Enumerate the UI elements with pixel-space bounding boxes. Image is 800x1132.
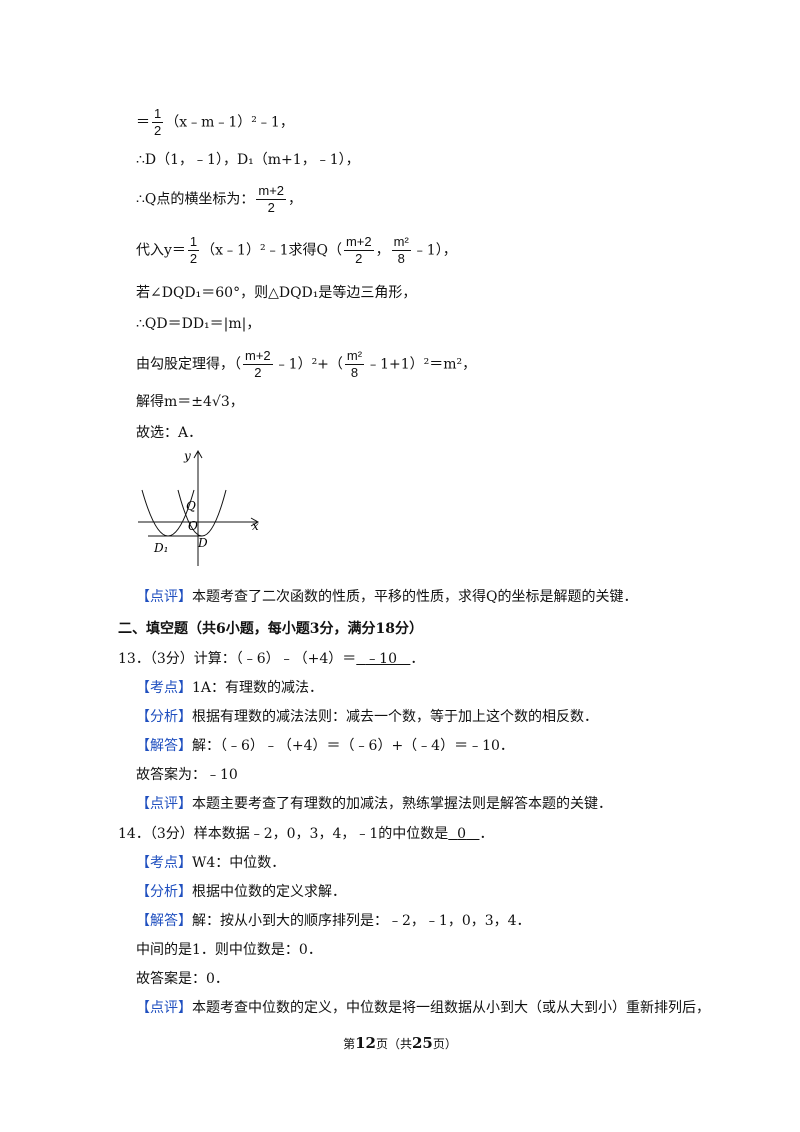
point-d-label: D [197, 536, 208, 550]
text: ﹣1+1）²＝m²， [366, 356, 477, 373]
page-number: 12 [355, 1034, 376, 1052]
y-axis-arrow [193, 449, 203, 459]
text: ＝ [136, 114, 150, 131]
review-tag: 【点评】 [136, 589, 192, 605]
answer-blank: 0 [457, 826, 467, 842]
parabola-graph: y x Q O D D₁ [138, 449, 260, 566]
point-d1-label: D₁ [153, 541, 168, 555]
solution-line-5: 若∠DQD₁＝60°，则△DQD₁是等边三角形， [136, 285, 417, 301]
solution-line-6: ∴QD＝DD₁＝|m|， [136, 316, 261, 332]
q13-stem: 13．（3分）计算：（﹣6）﹣（+4）＝ ﹣10 ． [118, 651, 425, 667]
q14-answer: 故答案是：0． [136, 971, 229, 987]
text: （x﹣1）²﹣1求得Q（ [201, 242, 342, 259]
question-text: 14．（3分）样本数据﹣2，0，3，4，﹣1的中位数是 [118, 826, 449, 842]
section-title: 二、填空题（共6小题，每小题3分，满分18分） [118, 621, 423, 637]
q13-jieda: 【解答】解：（﹣6）﹣（+4）＝（﹣6）+（﹣4）＝﹣10． [136, 738, 514, 754]
q14-jieda: 【解答】解：按从小到大的顺序排列是：﹣2，﹣1，0，3，4． [136, 913, 531, 929]
q14-fenxi: 【分析】根据中位数的定义求解． [136, 884, 346, 900]
q13-fenxi: 【分析】根据有理数的减法法则：减去一个数，等于加上这个数的相反数． [136, 709, 598, 725]
answer-blank: ﹣10 [365, 651, 398, 667]
point-q-label: Q [186, 499, 196, 513]
q13-kaodian: 【考点】1A：有理数的减法． [136, 680, 324, 696]
text: ﹣1）， [412, 242, 457, 259]
text: ﹣1）²+（ [274, 356, 343, 373]
q13-dianping: 【点评】本题主要考查了有理数的加减法，熟练掌握法则是解答本题的关键． [136, 796, 612, 812]
text: 代入y＝ [136, 242, 186, 259]
question-text: 13．（3分）计算：（﹣6）﹣（+4）＝ [118, 651, 357, 667]
text: 由勾股定理得，（ [136, 356, 241, 373]
x-axis-arrow [250, 517, 260, 527]
q14-middle: 中间的是1．则中位数是：0． [136, 942, 322, 958]
q13-answer: 故答案为：﹣10 [136, 767, 238, 783]
solution-line-8: 解得m＝±4√3， [136, 394, 244, 410]
x-label: x [252, 519, 259, 533]
parabola-d1 [141, 489, 195, 537]
point-o-label: O [188, 519, 198, 533]
solution-line-9: 故选：A． [136, 425, 203, 441]
text: （x﹣m﹣1）²﹣1， [165, 114, 294, 131]
text: ， [288, 191, 303, 208]
text: ∴Q点的横坐标为： [136, 191, 255, 208]
parabola-d [177, 489, 227, 537]
total-pages: 25 [412, 1034, 433, 1052]
q12-review: 【点评】本题考查了二次函数的性质，平移的性质，求得Q的坐标是解题的关键． [136, 587, 637, 607]
page-footer: 第12页（共25页） [343, 1034, 457, 1052]
review-text: 本题考查了二次函数的性质，平移的性质，求得Q的坐标是解题的关键． [192, 589, 638, 605]
solution-line-2: ∴D（1，﹣1），D₁（m+1，﹣1）， [136, 152, 360, 168]
text: ， [375, 242, 390, 259]
q14-stem: 14．（3分）样本数据﹣2，0，3，4，﹣1的中位数是 0 ． [118, 826, 494, 842]
q14-kaodian: 【考点】W4：中位数． [136, 855, 286, 871]
q14-dianping: 【点评】本题考查中位数的定义，中位数是将一组数据从小到大（或从大到小）重新排列后… [136, 1000, 710, 1016]
y-label: y [183, 449, 191, 463]
